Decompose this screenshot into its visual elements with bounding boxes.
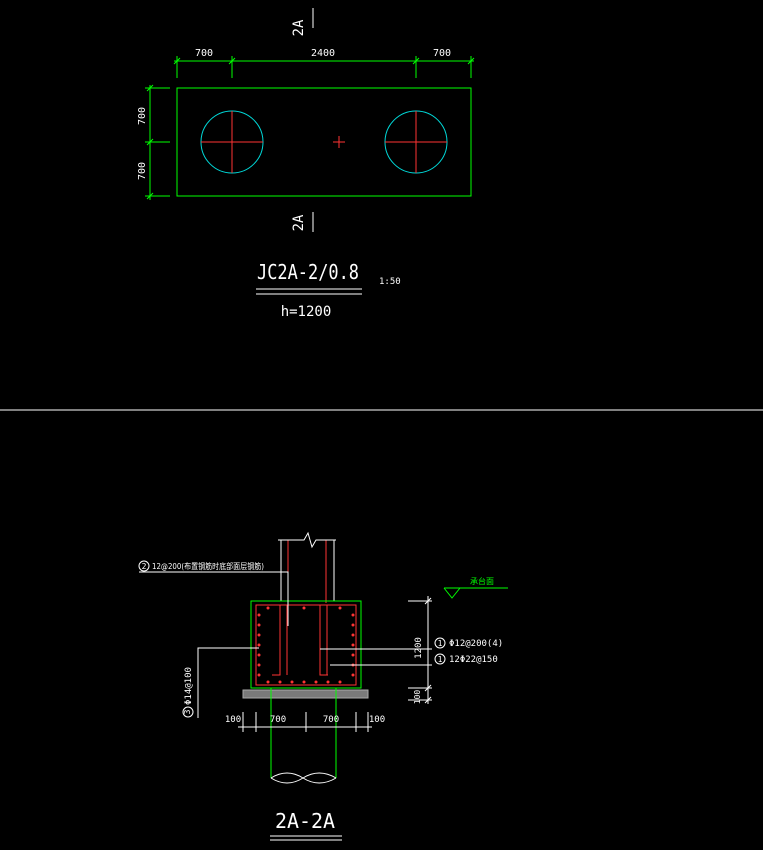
dim-bottom-2: 700 <box>270 715 286 725</box>
section-title: 2A-2A <box>275 809 335 833</box>
dim-top-mid: 2400 <box>311 48 335 59</box>
pile-left <box>200 110 264 174</box>
section-right-dimension: 1200 100 <box>408 596 432 704</box>
plan-top-dimension: 700 2400 700 <box>173 48 475 78</box>
callout-left: 3 Φ14@100 <box>182 647 259 718</box>
cap-rebar-cage <box>255 604 357 686</box>
callout-top-num: 2 <box>142 562 147 571</box>
dim-bottom-4: 100 <box>369 715 385 725</box>
dim-left-top: 700 <box>137 107 148 125</box>
section-mark-top: 2A <box>291 19 307 36</box>
callout-right-2-num: 1 <box>438 655 443 664</box>
plan-view: 2A 2A 700 2400 700 700 <box>137 8 475 320</box>
callout-left-num: 3 <box>183 709 192 714</box>
callout-right-1-text: Φ12@200(4) <box>449 639 503 649</box>
dim-height: 1200 <box>414 637 424 659</box>
callout-left-text: Φ14@100 <box>184 667 194 705</box>
elevation-mark: 承台面 <box>443 576 508 599</box>
plan-scale: 1:50 <box>379 277 401 287</box>
blinding-layer <box>242 689 369 699</box>
pile-cap-outline <box>176 87 472 197</box>
pile-section <box>270 688 337 784</box>
pile-right <box>384 110 448 174</box>
dim-left-bottom: 700 <box>137 162 148 180</box>
elevation-label: 承台面 <box>470 576 494 586</box>
cap-dowels <box>272 605 328 676</box>
plan-height-note: h=1200 <box>281 304 332 320</box>
callout-top-text: 12@200(布置钢筋时底部面层钢筋) <box>152 561 264 571</box>
section-mark-bottom: 2A <box>291 214 307 231</box>
section-bottom-dimension: 100 700 700 100 <box>225 712 385 732</box>
cap-section-outline <box>250 600 362 689</box>
callout-top: 2 12@200(布置钢筋时底部面层钢筋) <box>138 560 289 626</box>
center-mark <box>333 136 345 148</box>
plan-left-dimension: 700 700 <box>137 84 170 200</box>
callout-right: 1 Φ12@200(4) 1 12Φ22@150 <box>320 637 503 666</box>
dim-top-right: 700 <box>433 48 451 59</box>
dim-top-left: 700 <box>195 48 213 59</box>
dim-blinding: 100 <box>413 690 422 705</box>
section-view: 2 12@200(布置钢筋时底部面层钢筋) 1 Φ12@200(4) 1 12Φ… <box>138 531 508 841</box>
dim-bottom-3: 700 <box>323 715 339 725</box>
rebar-dots <box>257 606 355 684</box>
callout-right-1-num: 1 <box>438 639 443 648</box>
callout-right-2-text: 12Φ22@150 <box>449 655 498 665</box>
plan-title: JC2A-2/0.8 <box>257 260 359 284</box>
column-stub <box>278 531 336 603</box>
dim-bottom-1: 100 <box>225 715 241 725</box>
